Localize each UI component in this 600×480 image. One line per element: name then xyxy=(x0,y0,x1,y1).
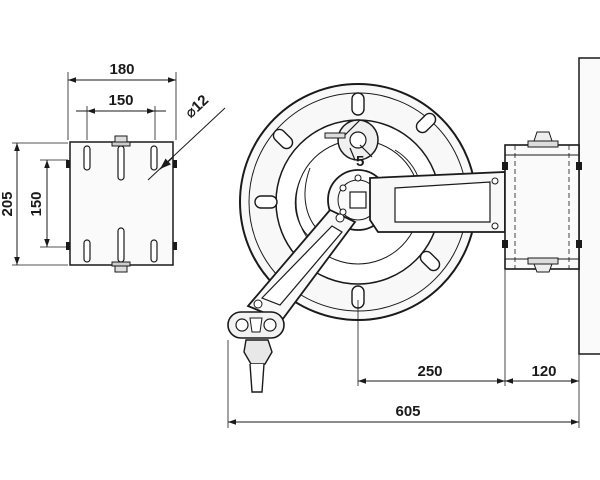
mounting-bracket-view xyxy=(66,135,177,273)
swivel-valve-icon: 5 xyxy=(324,119,379,170)
support-arm xyxy=(369,171,506,233)
guide-arm xyxy=(246,208,357,322)
dimension-150-v-label: 150 xyxy=(28,191,45,216)
dimension-605-label: 605 xyxy=(395,403,420,420)
bottom-bolt-icon xyxy=(111,261,131,273)
top-bolt-icon xyxy=(111,135,131,147)
hose-nozzle-icon xyxy=(243,339,273,393)
dimension-150-h-label: 150 xyxy=(108,92,133,109)
dimension-180: 180 xyxy=(67,61,177,140)
bracket-top-bolt-icon xyxy=(527,131,559,148)
dimension-605: 605 xyxy=(228,403,579,425)
dimension-250-label: 250 xyxy=(417,363,442,380)
drum-slots xyxy=(254,92,441,309)
dimension-180-label: 180 xyxy=(109,61,134,78)
wall-panel xyxy=(578,57,600,355)
valve-marker: 5 xyxy=(356,153,364,170)
hose-guide-icon xyxy=(227,311,285,339)
dimension-hole-label: ⌀12 xyxy=(182,92,212,122)
dimension-150-vertical: 150 xyxy=(28,159,68,248)
bracket-bottom-bolt-icon xyxy=(527,257,559,273)
dimension-120-label: 120 xyxy=(531,363,556,380)
dimension-250: 250 xyxy=(358,363,505,384)
wall-bracket-side xyxy=(502,131,582,273)
dimension-205: 205 xyxy=(0,142,68,266)
dimension-205-label: 205 xyxy=(0,191,16,216)
dimension-120: 120 xyxy=(505,363,579,384)
dimension-150-horizontal: 150 xyxy=(76,92,166,140)
